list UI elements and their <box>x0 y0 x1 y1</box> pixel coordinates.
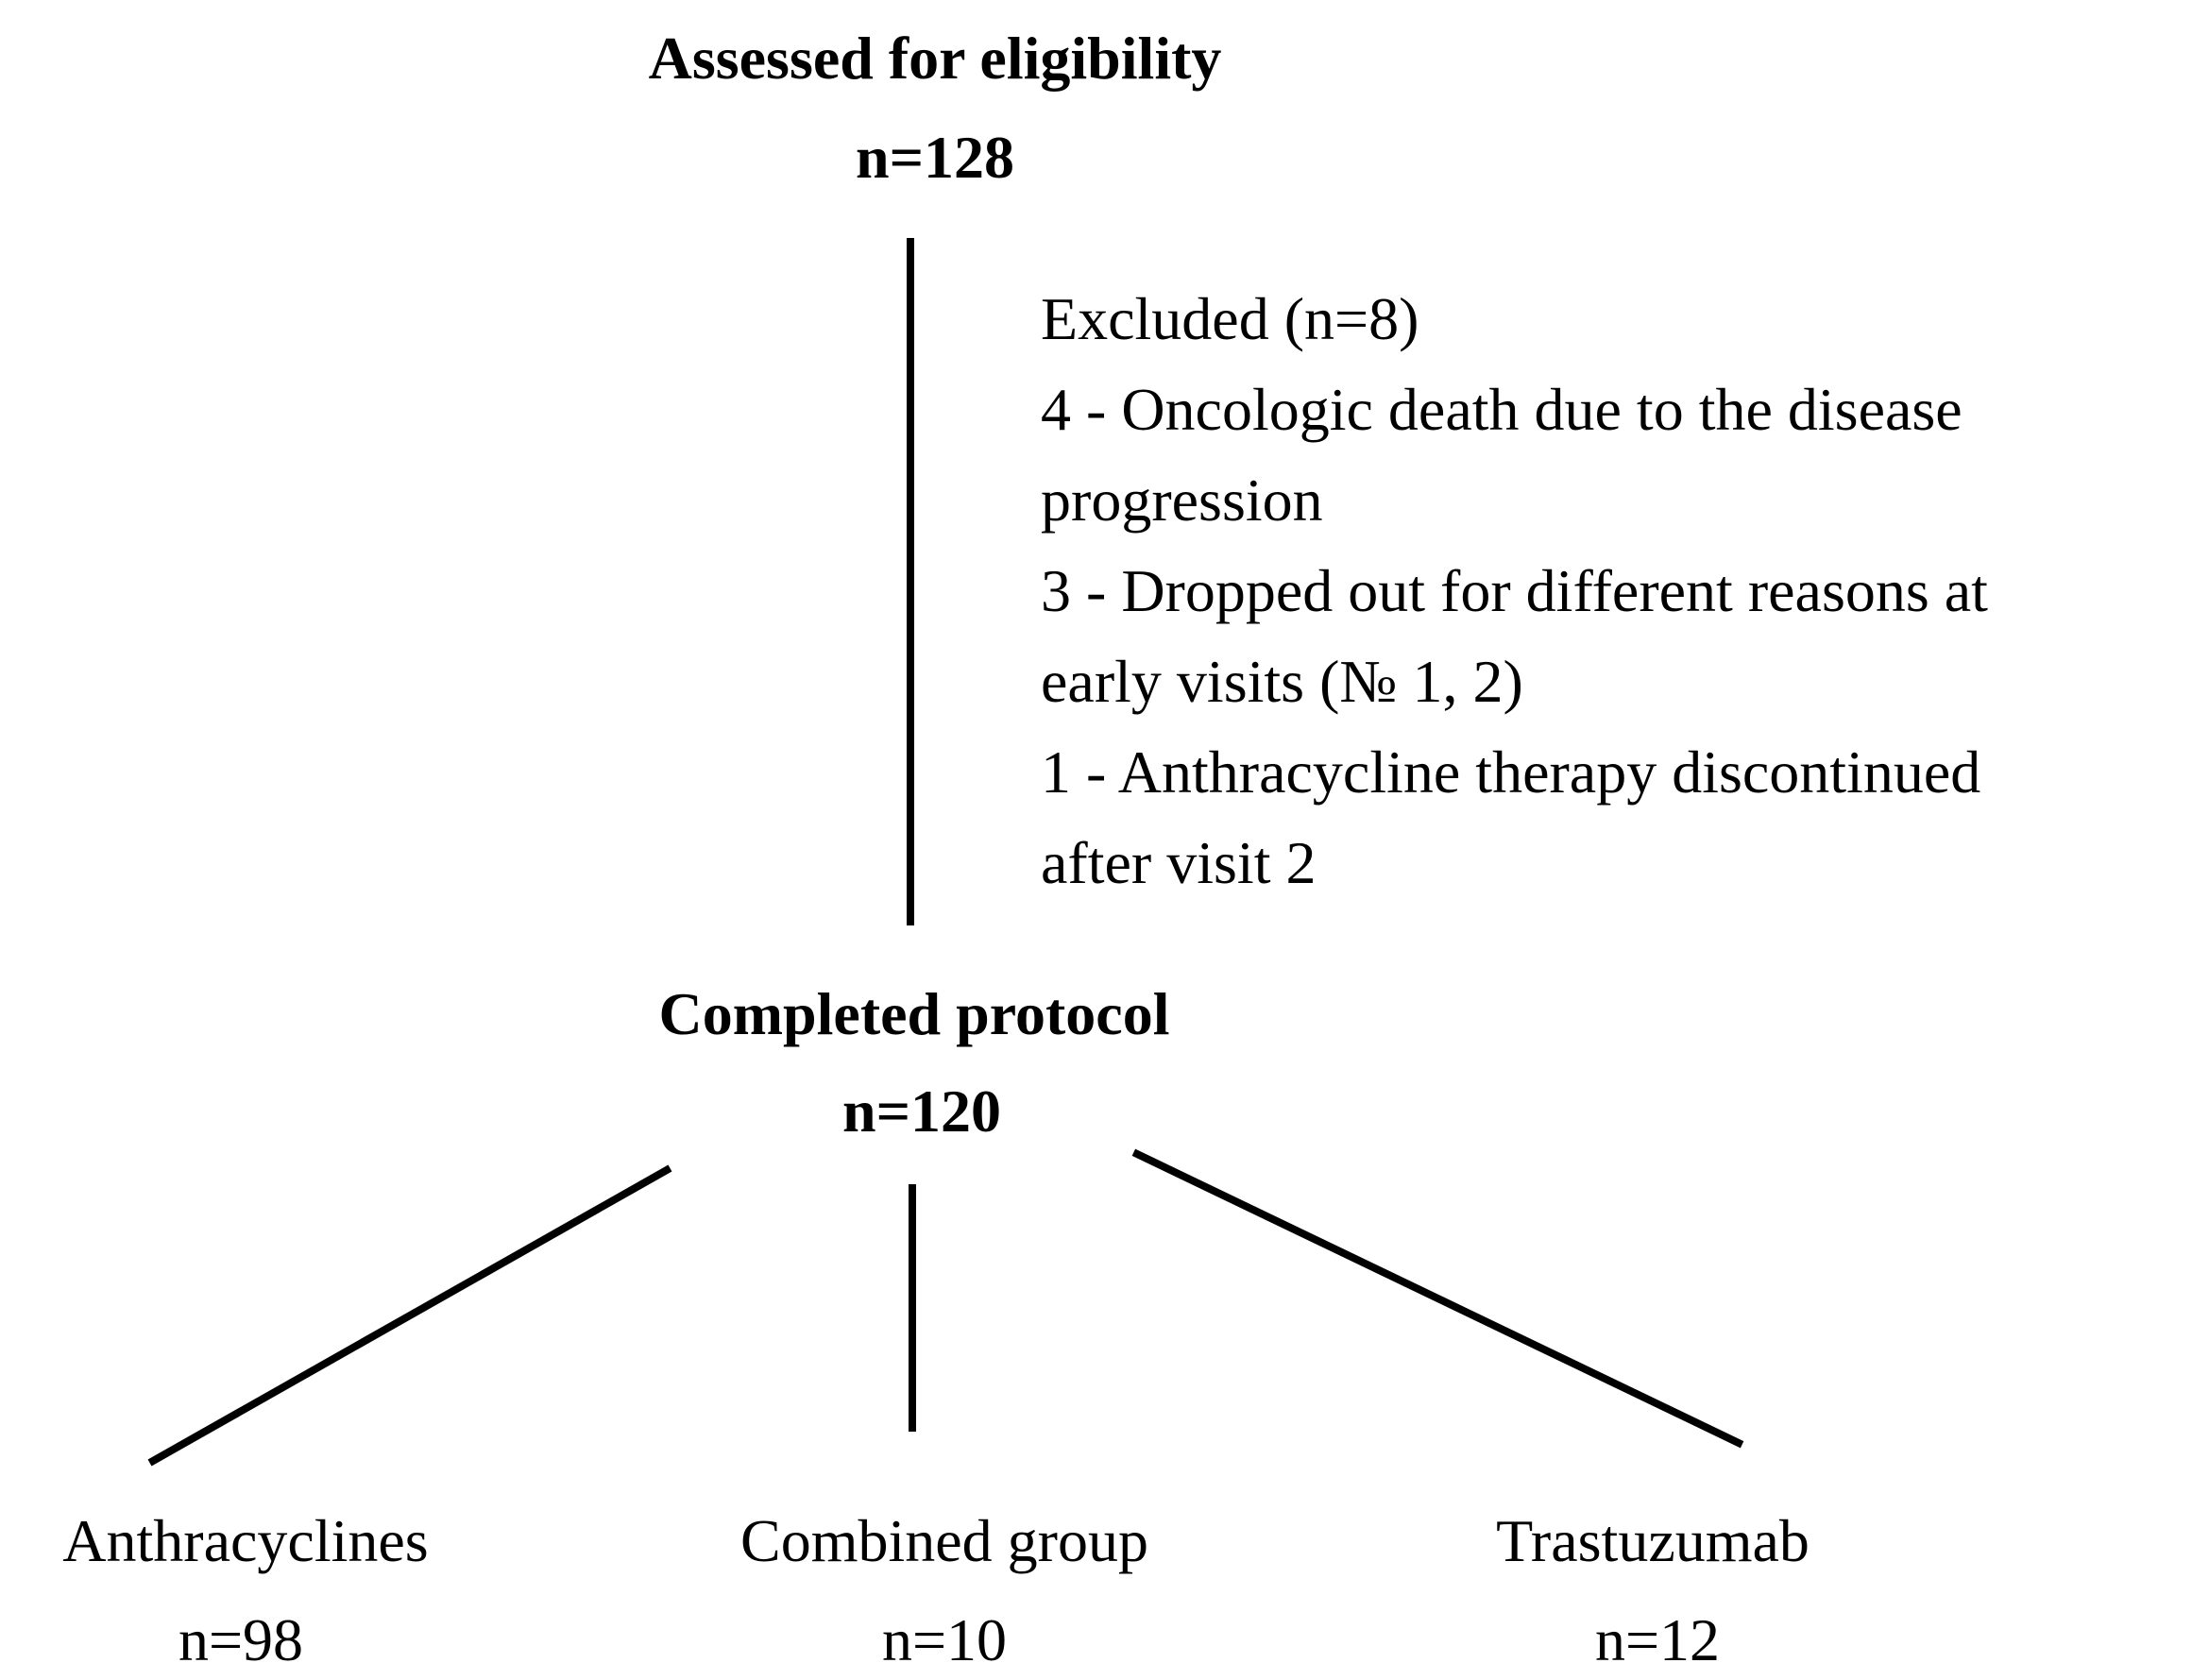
excluded-line: 1 - Anthracycline therapy discontinued <box>1041 738 1981 806</box>
connector-top-to-middle <box>907 238 914 925</box>
top-node-title: Assessed for eligibility <box>648 25 1222 92</box>
excluded-line: 4 - Oncologic death due to the disease <box>1041 376 1963 443</box>
group-anthracyclines-label: Anthracyclines <box>62 1507 429 1574</box>
group-trastuzumab-label: Trastuzumab <box>1496 1507 1810 1574</box>
middle-node-title: Completed protocol <box>658 980 1170 1047</box>
group-trastuzumab-count: n=12 <box>1594 1606 1721 1673</box>
group-combined-label: Combined group <box>740 1507 1148 1574</box>
branch-line-left <box>147 1164 672 1467</box>
excluded-line: early visits (№ 1, 2) <box>1041 648 1523 715</box>
branch-line-right <box>1131 1148 1744 1449</box>
group-combined-count: n=10 <box>881 1606 1008 1673</box>
excluded-heading: Excluded (n=8) <box>1041 285 1419 352</box>
middle-node-count: n=120 <box>841 1078 1002 1145</box>
group-anthracyclines-count: n=98 <box>178 1606 304 1673</box>
excluded-line: progression <box>1041 467 1323 534</box>
top-node-count: n=128 <box>855 124 1015 191</box>
excluded-line: after visit 2 <box>1041 829 1317 896</box>
excluded-line: 3 - Dropped out for different reasons at <box>1041 557 1988 624</box>
excluded-block: Excluded (n=8) 4 - Oncologic death due t… <box>1041 274 1988 908</box>
